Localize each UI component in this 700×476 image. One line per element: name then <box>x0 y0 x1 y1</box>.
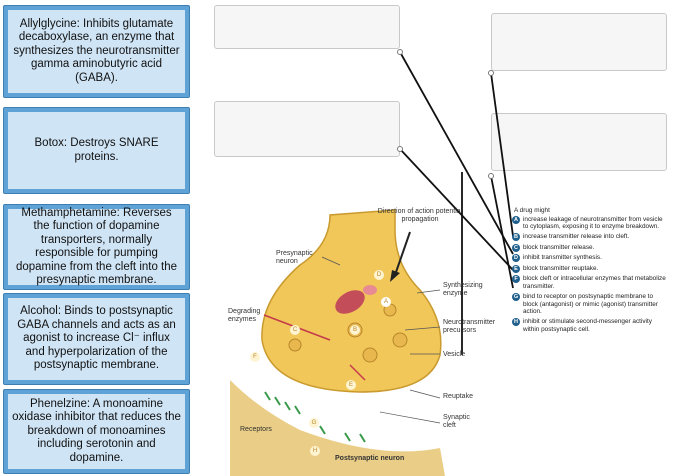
legend-badge: B <box>512 233 520 242</box>
degrading-label: Degrading enzymes <box>228 308 261 323</box>
legend-badge: E <box>512 264 520 273</box>
receptors-label: Receptors <box>240 426 272 433</box>
drug-card-allylglycine[interactable]: Allylglycine: Inhibits glutamate decabox… <box>3 5 190 98</box>
vesicle-label: Vesicle <box>443 351 466 358</box>
legend-text: block transmitter release. <box>523 243 595 251</box>
legend-text: inhibit or stimulate second-messenger ac… <box>523 318 652 333</box>
legend-badge: D <box>512 254 520 263</box>
marker-e: E <box>346 380 356 390</box>
presynaptic-label: Presynaptic neuron <box>276 250 313 265</box>
slot-handle-3[interactable] <box>488 70 494 76</box>
drug-card-methamphetamine[interactable]: Methamphetamine: Reverses the function o… <box>3 204 190 290</box>
marker-g: G <box>309 418 319 428</box>
marker-d: D <box>374 270 384 280</box>
drug-card-text: Allylglycine: Inhibits glutamate decabox… <box>8 10 185 93</box>
marker-a: A <box>381 297 391 307</box>
marker-f: F <box>250 352 260 362</box>
legend-badge: G <box>512 292 520 301</box>
legend-text: block transmitter reuptake. <box>523 264 599 272</box>
legend-badge: H <box>512 318 520 327</box>
legend-text: increase transmitter release into cleft. <box>523 233 630 241</box>
precursors-label: Neurotransmitter precursors <box>443 319 496 334</box>
legend-text: increase leakage of neurotransmitter fro… <box>523 215 663 231</box>
drug-card-alcohol[interactable]: Alcohol: Binds to postsynaptic GABA chan… <box>3 293 190 385</box>
slot-handle-4[interactable] <box>488 173 494 179</box>
cleft-label: Synaptic cleft <box>443 414 470 429</box>
marker-h: H <box>310 446 320 456</box>
drug-card-text: Phenelzine: A monoamine oxidase inhibito… <box>8 394 185 469</box>
marker-c: C <box>290 325 300 335</box>
drug-card-text: Alcohol: Binds to postsynaptic GABA chan… <box>8 298 185 380</box>
drop-target-4[interactable] <box>491 113 667 171</box>
drop-target-1[interactable] <box>214 5 400 49</box>
reuptake-label: Reuptake <box>443 393 473 400</box>
slot-handle-1[interactable] <box>397 49 403 55</box>
legend-text: block cleft or intracellular enzymes tha… <box>523 275 666 290</box>
legend-title: A drug might <box>514 207 550 214</box>
postsynaptic-label: Postsynaptic neuron <box>335 455 405 462</box>
drug-card-phenelzine[interactable]: Phenelzine: A monoamine oxidase inhibito… <box>3 389 190 474</box>
drop-target-2[interactable] <box>214 101 400 157</box>
direction-label: Direction of action potential propagatio… <box>377 208 463 223</box>
legend-text: bind to receptor on postsynaptic membran… <box>523 292 658 316</box>
slot-handle-2[interactable] <box>397 146 403 152</box>
drop-target-3[interactable] <box>491 13 667 71</box>
marker-b: B <box>350 325 360 335</box>
legend-badge: C <box>512 243 520 252</box>
synthesizing-label: Synthesizing enzyme <box>443 282 483 297</box>
legend-text: inhibit transmitter synthesis. <box>523 254 602 262</box>
drug-card-botox[interactable]: Botox: Destroys SNARE proteins. <box>3 107 190 194</box>
drug-card-text: Methamphetamine: Reverses the function o… <box>8 207 185 286</box>
legend-badge: F <box>512 275 520 284</box>
legend-badge: A <box>512 215 520 224</box>
drug-card-text: Botox: Destroys SNARE proteins. <box>8 112 185 189</box>
